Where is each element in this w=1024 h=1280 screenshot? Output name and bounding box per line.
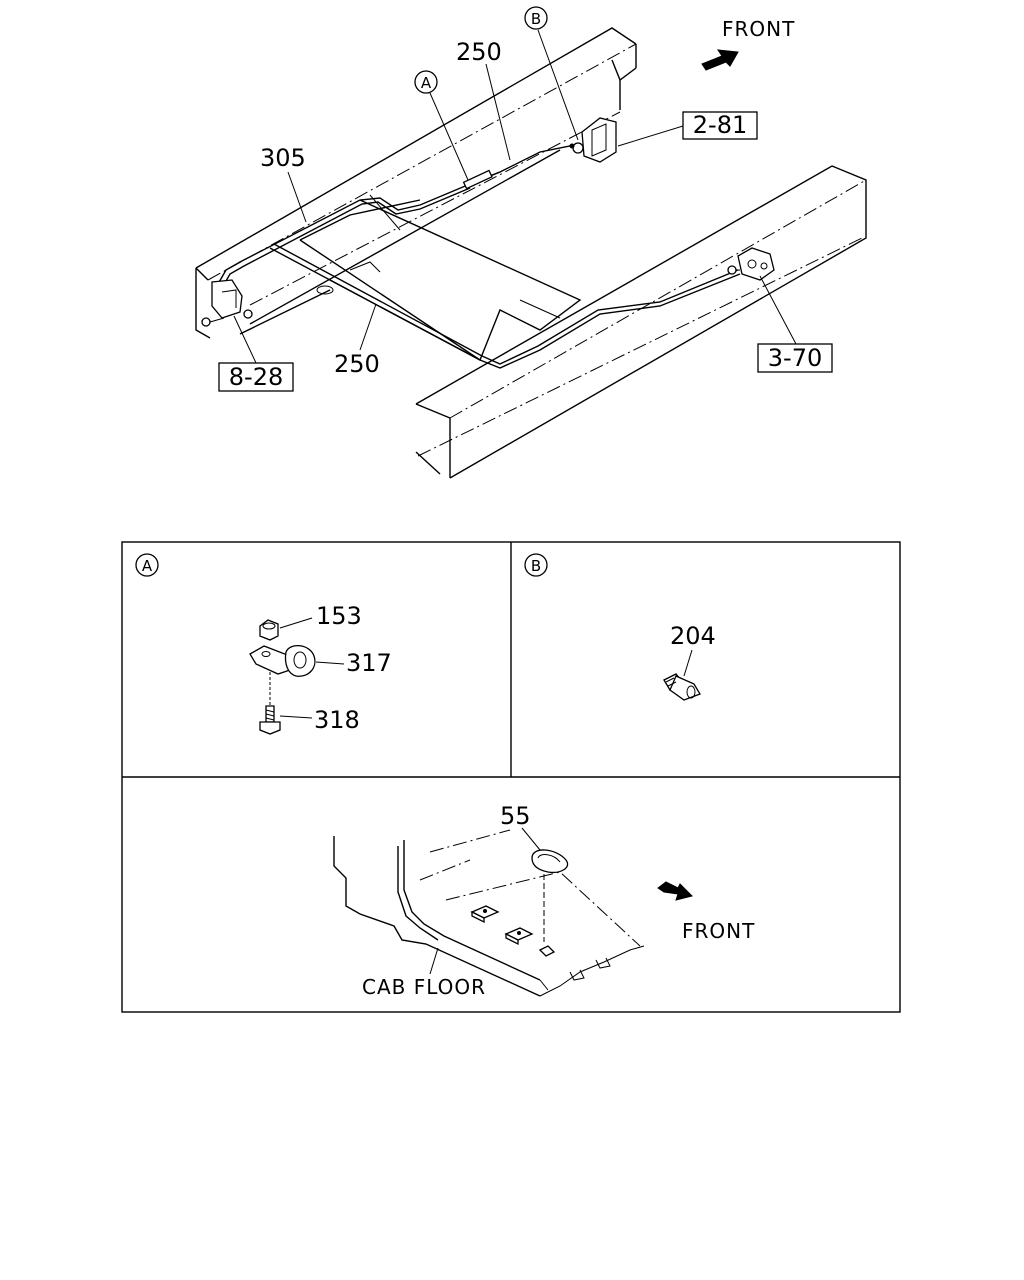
front-label-cab: FRONT — [682, 919, 755, 943]
plug-204 — [663, 673, 701, 701]
main-view: FRONT B A 250 305 250 2-81 — [195, 6, 867, 479]
ref-2-81-label: 2-81 — [693, 111, 747, 139]
detail-a-marker-label: A — [142, 557, 153, 575]
ref-3-70-label: 3-70 — [768, 344, 822, 372]
callout-a: A — [414, 70, 469, 181]
ref-box-2-81: 2-81 — [617, 111, 758, 147]
bracket-component-8-28 — [201, 279, 253, 327]
part-number-250-lower: 250 — [334, 350, 380, 378]
detail-b-panel: B 204 — [524, 553, 716, 701]
detail-a-panel: A 153 317 318 — [135, 553, 392, 735]
clip-317 — [249, 645, 316, 677]
grommet-55 — [531, 849, 569, 874]
part-number-317: 317 — [346, 649, 392, 677]
front-label-main: FRONT — [722, 17, 795, 41]
ref-box-3-70: 3-70 — [757, 275, 833, 373]
detail-a-marker: A — [135, 553, 159, 577]
part-number-305: 305 — [260, 144, 306, 172]
detail-b-marker-label: B — [531, 557, 541, 575]
front-arrow-main: FRONT — [701, 17, 795, 71]
part-number-204: 204 — [670, 622, 716, 650]
part-number-318: 318 — [314, 706, 360, 734]
detail-panels-frame — [121, 541, 901, 1013]
detail-b-marker: B — [524, 553, 548, 577]
part-number-153: 153 — [316, 602, 362, 630]
left-frame-rail — [195, 27, 637, 339]
floor-pad-1 — [470, 905, 500, 924]
harness-250-lower — [269, 247, 741, 369]
part-number-55: 55 — [500, 802, 531, 830]
harness-305 — [217, 171, 501, 285]
ref-8-28-label: 8-28 — [229, 363, 283, 391]
nut-153 — [259, 619, 279, 641]
cab-floor-detail-panel: 55 FRONT CAB FLOOR — [333, 802, 755, 999]
bolt-318 — [259, 705, 281, 735]
sensor-component-2-81 — [569, 117, 617, 163]
floor-pad-2 — [504, 927, 534, 946]
cross-member — [299, 194, 582, 361]
cab-floor-label: CAB FLOOR — [362, 975, 486, 999]
connector-component-3-70 — [727, 247, 775, 281]
ref-box-8-28: 8-28 — [218, 315, 294, 392]
callout-b: B — [524, 6, 579, 141]
right-frame-rail — [415, 165, 867, 479]
callout-b-label: B — [531, 10, 541, 28]
callout-a-label: A — [421, 74, 432, 92]
front-arrow-cab: FRONT — [657, 881, 755, 943]
part-number-250-upper: 250 — [456, 38, 502, 66]
